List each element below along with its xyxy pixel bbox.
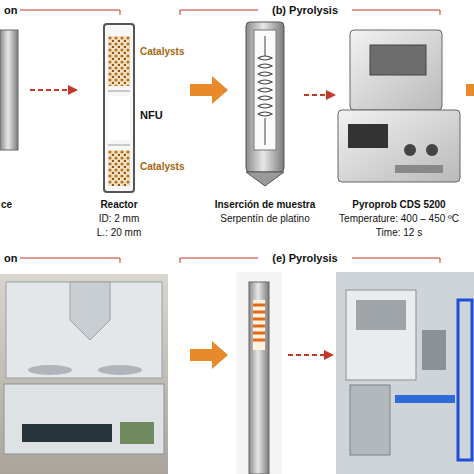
balance-photo [0,274,168,474]
part-name: Pyroprob CDS 5200 [352,199,445,211]
dimension-label: L.: 20 mm [97,227,141,239]
section-brackets [16,10,440,263]
section-heading: (b) Pyrolysis [269,4,341,17]
part-label: Catalysts [140,46,184,58]
probe-drawing [246,22,284,186]
part-label: Catalysts [140,161,184,173]
part-name: Reactor [100,199,137,211]
part-label: ce [1,199,12,211]
instrument-photo [336,272,474,474]
condition-label: Temperature: 400 – 450 ºC [339,213,459,225]
section-heading: on [1,4,20,17]
partial-vial [0,30,18,150]
part-name: Inserción de muestra [215,199,316,211]
condition-label: Time: 12 s [376,227,422,239]
probe-photo [236,272,282,474]
part-note: Serpentín de platino [220,213,310,225]
dimension-label: ID: 2 mm [99,213,140,225]
section-heading: (e) Pyrolysis [269,252,340,265]
section-heading: on [1,252,20,265]
reactor-tube [104,24,134,192]
pyroprobe-instrument [338,30,460,182]
part-label: NFU [140,109,163,122]
